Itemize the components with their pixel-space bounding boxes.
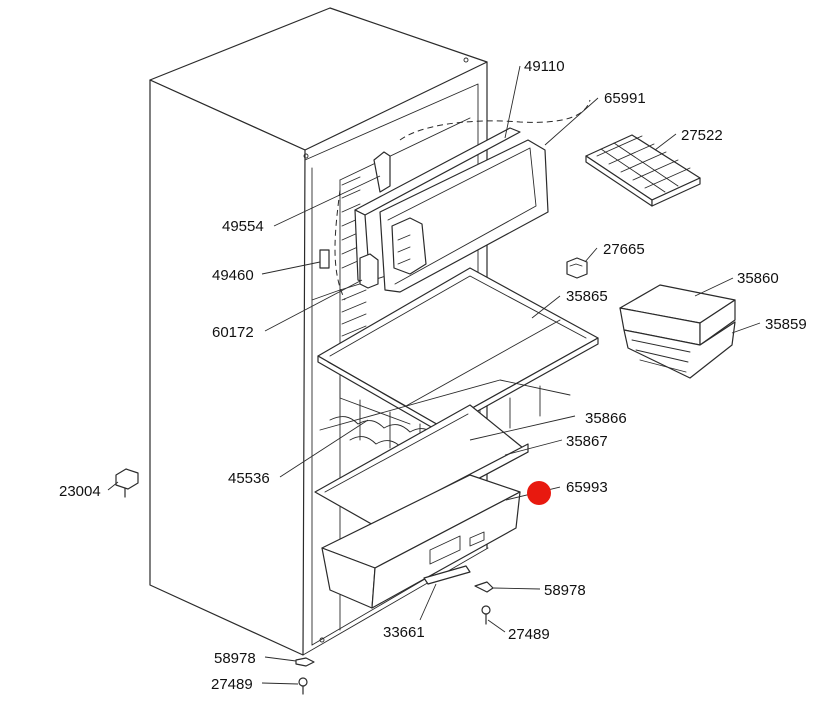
label-45536: 45536 <box>228 470 270 487</box>
dairy-compartment <box>619 284 736 379</box>
label-60172: 60172 <box>212 324 254 341</box>
label-35867: 35867 <box>566 433 608 450</box>
label-65991: 65991 <box>604 90 646 107</box>
door-clip <box>566 257 588 279</box>
label-27522: 27522 <box>681 127 723 144</box>
label-49554: 49554 <box>222 218 264 235</box>
label-49460: 49460 <box>212 267 254 284</box>
label-58978-bottom: 58978 <box>214 650 256 667</box>
crisper-drawer <box>321 474 521 609</box>
label-27489-right: 27489 <box>508 626 550 643</box>
label-33661: 33661 <box>383 624 425 641</box>
label-23004: 23004 <box>59 483 101 500</box>
label-65993: 65993 <box>566 479 608 496</box>
glass-shelf-upper <box>317 267 599 433</box>
freezer-door-assembly <box>319 127 549 293</box>
label-35859: 35859 <box>765 316 807 333</box>
label-27665: 27665 <box>603 241 645 258</box>
label-35860: 35860 <box>737 270 779 287</box>
label-27489-bottom: 27489 <box>211 676 253 693</box>
label-49110: 49110 <box>524 58 565 75</box>
label-35866: 35866 <box>585 410 627 427</box>
part-labels: 49110 65991 27522 49554 27665 49460 3586… <box>59 58 807 693</box>
label-35865: 35865 <box>566 288 608 305</box>
highlight-dot <box>527 481 551 505</box>
leader-lines <box>107 65 761 685</box>
label-58978-right: 58978 <box>544 582 586 599</box>
bottom-hardware <box>295 581 494 695</box>
leveling-foot <box>115 468 139 498</box>
ice-tray <box>585 134 701 207</box>
